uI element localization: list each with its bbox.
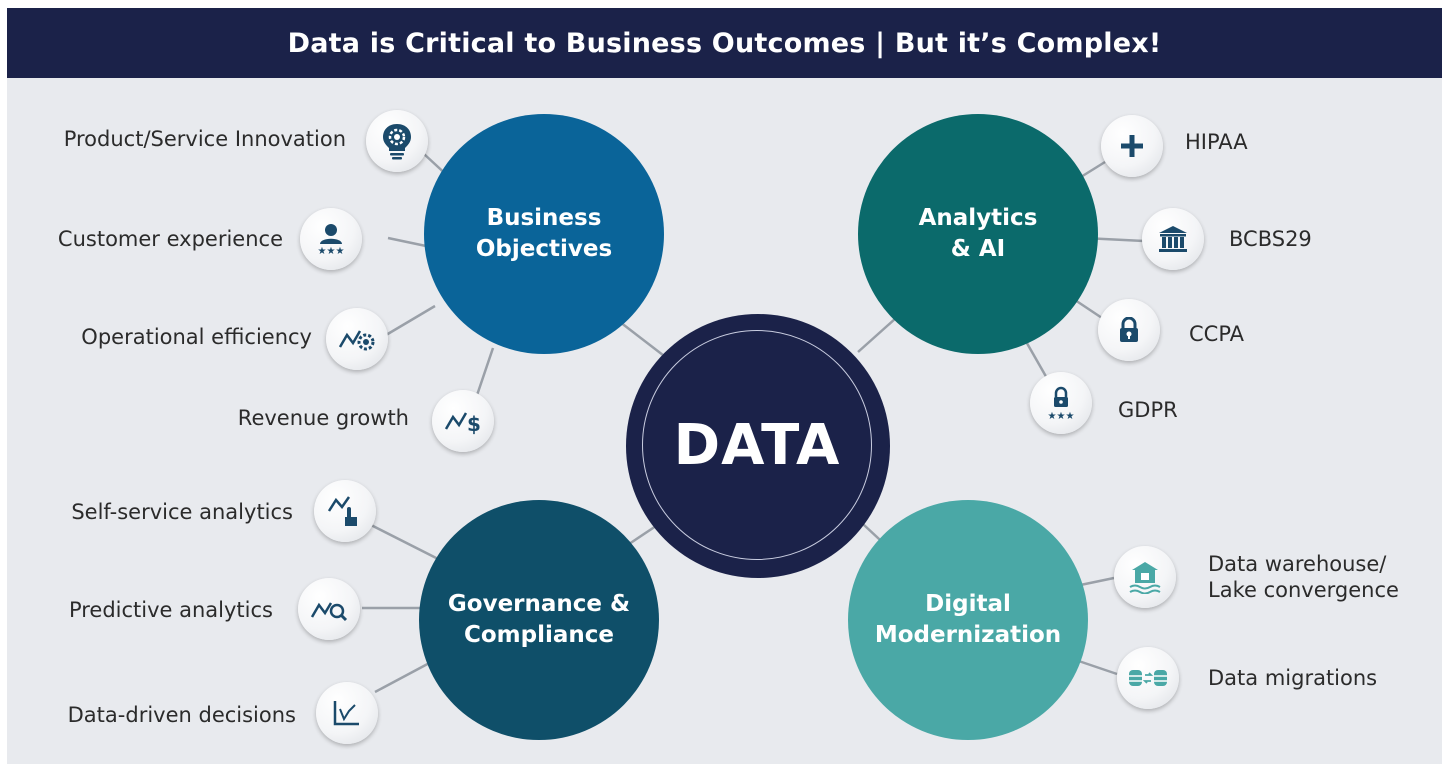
analytics-item-label: HIPAA [1185,130,1248,154]
warehouse-lake-icon [1114,546,1176,608]
svg-text:$: $ [467,412,481,435]
analytics-item-label: BCBS29 [1229,227,1312,251]
digital-item-label: Data migrations [1208,666,1378,690]
governance-item-label: Data-driven decisions [67,703,296,727]
digital-modernization-hub: Digital Modernization [848,500,1088,740]
database-transfer-icon [1117,647,1179,709]
digital-item-label: Data warehouse/ Lake convergence [1208,552,1399,603]
customer-rating-icon: ★★★ [300,208,362,270]
governance-compliance-hub: Governance & Compliance [419,500,659,740]
lightbulb-gear-icon [366,110,428,172]
bank-icon [1142,208,1204,270]
svg-text:★★★: ★★★ [318,246,345,256]
governance-item-label: Predictive analytics [68,598,273,622]
trend-hand-icon [314,480,376,542]
business-item-label: Operational efficiency [81,325,312,349]
analytics-item-label: GDPR [1118,398,1178,422]
business-item-label: Product/Service Innovation [63,127,346,151]
trend-dollar-icon: $ [432,390,494,452]
page-title: Data is Critical to Business Outcomes | … [7,8,1442,78]
chart-icon [316,682,378,744]
analytics-ai-hub: Analytics & AI [858,114,1098,354]
business-item-label: Revenue growth [237,406,409,430]
lock-icon [1098,299,1160,361]
lock-stars-icon: ★★★ [1030,372,1092,434]
data-center-label: DATA [642,330,872,560]
analytics-item-label: CCPA [1189,322,1245,346]
business-item-label: Customer experience [57,227,283,251]
medical-cross-icon [1101,115,1163,177]
governance-item-label: Self-service analytics [71,500,293,524]
trend-search-icon [298,578,360,640]
svg-text:★★★: ★★★ [1048,411,1075,420]
trend-gear-icon [326,308,388,370]
business-objectives-hub: Business Objectives [424,114,664,354]
